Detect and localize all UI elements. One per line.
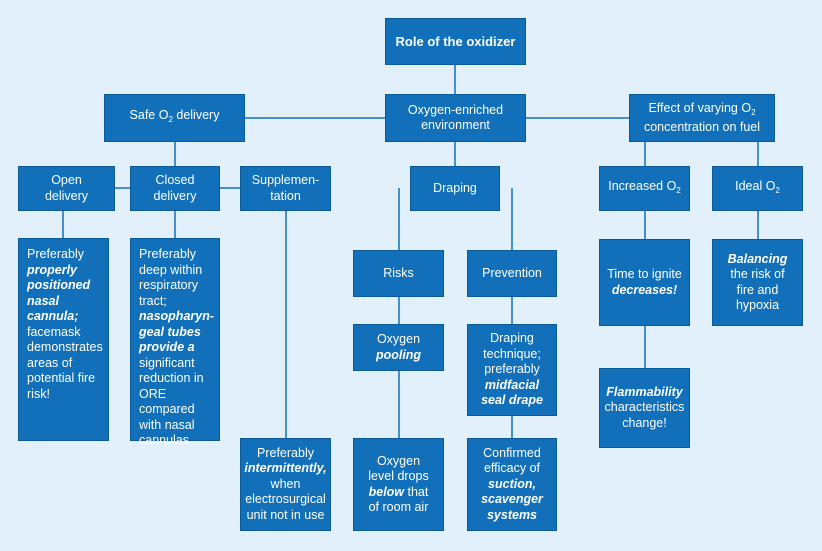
text-line: the risk of bbox=[730, 267, 785, 281]
text-line: nasopharyn- bbox=[139, 309, 215, 323]
root-node: Role of the oxidizer bbox=[385, 18, 526, 65]
text-line: change! bbox=[622, 415, 667, 430]
text-line: hypoxia bbox=[735, 298, 780, 312]
text-line: geal tubes bbox=[139, 324, 201, 339]
text-line: tract; bbox=[139, 293, 167, 308]
text-line: seal drape bbox=[481, 393, 543, 408]
text-line: Flammability bbox=[606, 384, 683, 399]
text-line: facemask bbox=[27, 324, 81, 339]
text-line: decreases! bbox=[611, 282, 678, 297]
text-line: deep within bbox=[139, 262, 203, 277]
text-line: electrosurgical bbox=[245, 492, 326, 507]
draping-label: Draping bbox=[433, 180, 477, 195]
supplementation-node: Supplemen-tation bbox=[240, 166, 331, 211]
ideal-o2-node: Ideal O2 bbox=[712, 166, 803, 211]
text-line: cannulas bbox=[139, 433, 190, 447]
text-line: properly bbox=[27, 262, 78, 277]
risks-node: Risks bbox=[353, 250, 444, 297]
text-line: characteristics bbox=[604, 400, 685, 415]
text-line: reduction in bbox=[139, 371, 204, 385]
text-line: cannula; bbox=[27, 309, 79, 323]
text-line: technique; bbox=[483, 346, 541, 361]
text-line: respiratory bbox=[139, 278, 199, 292]
text-line: Time to ignite bbox=[607, 267, 682, 281]
risks-label: Risks bbox=[383, 265, 414, 280]
text-line: Oxygen bbox=[376, 453, 421, 468]
text-line: areas of bbox=[27, 355, 73, 370]
text-line: Draping bbox=[490, 331, 534, 346]
text-line: midfacial bbox=[484, 377, 540, 392]
root-label: Role of the oxidizer bbox=[395, 33, 516, 49]
text-line: with nasal bbox=[139, 417, 195, 432]
text-line: Oxygen bbox=[376, 332, 421, 346]
text-line: suction, bbox=[488, 476, 536, 491]
text-line: Preferably bbox=[27, 247, 84, 261]
increased-o2-label: Increased O2 bbox=[608, 178, 681, 195]
text-line: significant bbox=[139, 355, 195, 370]
text-line: Preferably bbox=[139, 247, 196, 261]
safe-o2-delivery-label: Safe O2 delivery bbox=[129, 108, 220, 125]
text-line: Preferably bbox=[257, 445, 314, 460]
text-line: scavenger bbox=[481, 492, 543, 507]
text-line: below that bbox=[368, 484, 429, 499]
supplementation-label: Supplemen-tation bbox=[251, 173, 320, 203]
text-line: when bbox=[270, 476, 301, 491]
text-line: positioned bbox=[27, 278, 91, 292]
increased-o2-node: Increased O2 bbox=[599, 166, 690, 211]
text-line: Balancing bbox=[727, 251, 788, 266]
text-line: pooling bbox=[375, 347, 422, 362]
text-line: potential fire bbox=[27, 371, 96, 385]
text-line: efficacy of bbox=[483, 461, 541, 476]
text-line: nasal bbox=[27, 293, 59, 308]
text-line: systems bbox=[486, 507, 538, 522]
safe-o2-delivery-node: Safe O2 delivery bbox=[104, 94, 245, 142]
draping-node: Draping bbox=[410, 166, 500, 211]
prevention-node: Prevention bbox=[467, 250, 557, 297]
text-line: preferably bbox=[484, 362, 540, 377]
prevention-label: Prevention bbox=[482, 265, 542, 280]
ideal-o2-label: Ideal O2 bbox=[735, 178, 780, 195]
text-line: risk! bbox=[27, 386, 50, 401]
text-line: intermittently, bbox=[244, 461, 327, 476]
text-line: unit not in use bbox=[246, 507, 325, 522]
text-line: of room air bbox=[368, 500, 429, 514]
text-line: demonstrates bbox=[27, 340, 103, 354]
text-line: Confirmed bbox=[483, 445, 541, 460]
text-line: level drops bbox=[368, 469, 429, 483]
text-line: fire and bbox=[736, 282, 779, 297]
text-line: ORE compared bbox=[139, 386, 195, 417]
text-line: provide a bbox=[139, 340, 195, 354]
